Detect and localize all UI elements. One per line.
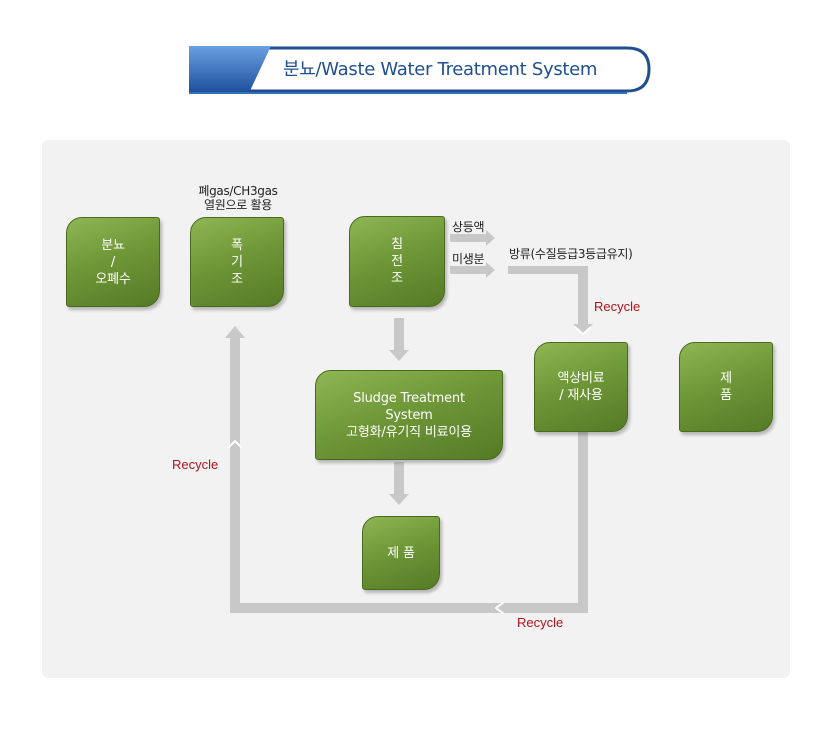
- sludge-line-1: Sludge Treatment: [353, 390, 465, 406]
- settling-tank-box: 침 전 조: [349, 216, 445, 307]
- fine-solids-label: 미생분: [452, 252, 485, 266]
- liquid-fertilizer-line-1: 액상비료: [557, 371, 605, 386]
- settling-char-2: 전: [391, 254, 403, 269]
- gas-note-line-1: 폐gas/CH3gas: [198, 184, 278, 198]
- aeration-char-3: 조: [231, 271, 243, 287]
- product-box-bottom: 제 품: [362, 516, 440, 590]
- liquid-fertilizer-line-2: / 재사용: [559, 388, 603, 403]
- discharge-label: 방류(수질등급3등급유지): [509, 247, 633, 261]
- title-banner: 분뇨/Waste Water Treatment System: [187, 44, 652, 95]
- recycle-label-bottom: Recycle: [517, 615, 564, 630]
- manure-label: 분뇨: [101, 237, 125, 253]
- sludge-treatment-box: Sludge Treatment System 고형화/유기직 비료이용: [315, 370, 503, 460]
- settling-char-3: 조: [391, 271, 403, 286]
- page-title: 분뇨/Waste Water Treatment System: [283, 59, 598, 80]
- product-right-char-1: 제: [720, 371, 732, 386]
- gas-note: 폐gas/CH3gas 열원으로 활용: [186, 184, 290, 212]
- product-box-right: 제 품: [679, 342, 773, 432]
- liquid-fertilizer-box: 액상비료 / 재사용: [534, 342, 628, 432]
- wastewater-label: 오폐수: [95, 271, 131, 287]
- gas-note-line-2: 열원으로 활용: [204, 198, 272, 212]
- aeration-char-1: 폭: [231, 237, 243, 253]
- manure-slash: /: [110, 254, 116, 270]
- supernatant-label: 상등액: [452, 220, 485, 234]
- recycle-label-top: Recycle: [594, 299, 641, 314]
- sludge-line-3: 고형화/유기직 비료이용: [346, 424, 472, 440]
- settling-char-1: 침: [391, 237, 403, 252]
- aeration-tank-box: 폭 기 조: [190, 217, 284, 307]
- product-right-char-2: 품: [720, 388, 732, 403]
- product-bottom-label: 제 품: [387, 545, 415, 561]
- aeration-char-2: 기: [231, 254, 243, 270]
- recycle-label-left: Recycle: [172, 457, 219, 472]
- sludge-line-2: System: [385, 407, 433, 423]
- manure-wastewater-box: 분뇨 / 오폐수: [66, 217, 160, 307]
- title-banner-shape: [189, 46, 651, 94]
